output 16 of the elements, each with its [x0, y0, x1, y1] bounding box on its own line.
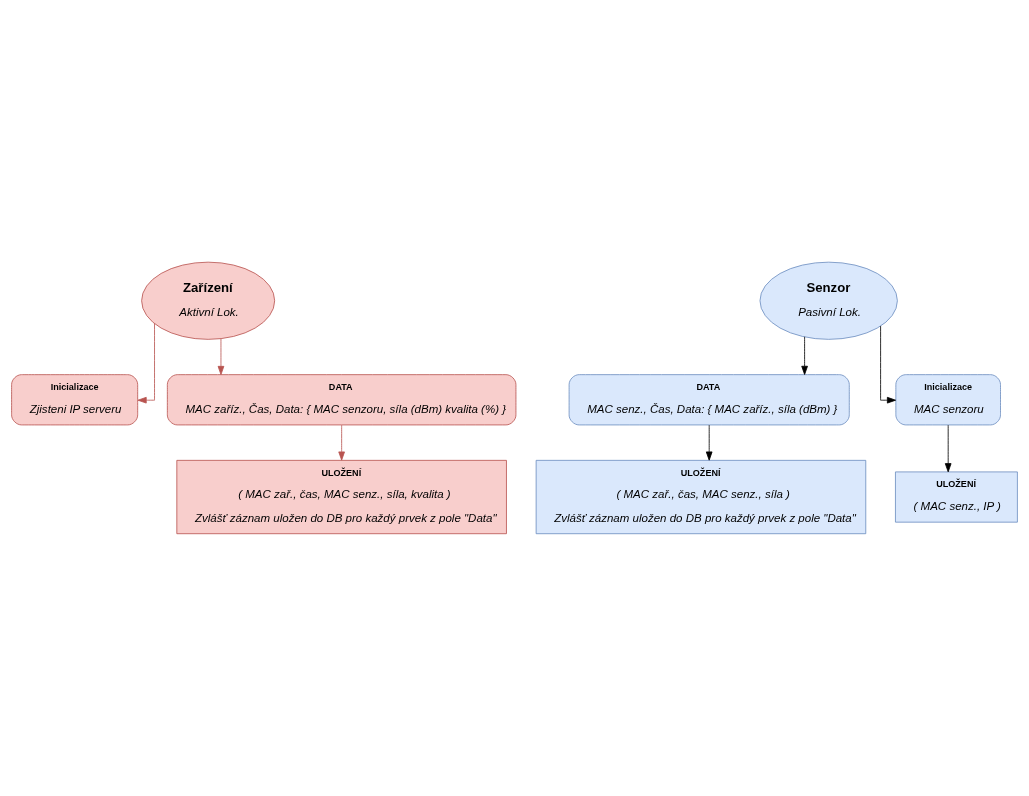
- node-box: ULOŽENÍ ( MAC senz., IP ): [895, 471, 1018, 523]
- node-box: ULOŽENÍ ( MAC zař., čas, MAC senz., síla ) Zvlášť záznam uložen do DB pro každý prvek z pole "Data": [535, 459, 867, 535]
- node-box: ULOŽENÍ ( MAC zař., čas, MAC senz., síla, kvalita ) Zvlášť záznam uložen do DB pro každý prvek z pole "Data": [176, 459, 507, 535]
- arrow: [944, 424, 952, 473]
- node-box: Inicializace Zjisteni IP serveru: [11, 374, 139, 426]
- arrow: [801, 336, 808, 375]
- node-ellipse: Zařízení Aktivní Lok.: [141, 261, 276, 340]
- arrow: [217, 338, 225, 375]
- arrow: [137, 323, 155, 404]
- arrow: [880, 325, 896, 404]
- node-box: DATA MAC zaříz., Čas, Data: { MAC senzoru, síla (dBm) kvalita (%) }: [166, 374, 517, 426]
- arrow: [338, 424, 345, 461]
- arrow: [705, 424, 713, 461]
- node-ellipse: Senzor Pasivní Lok.: [759, 261, 898, 340]
- node-box: Inicializace MAC senzoru: [895, 374, 1001, 426]
- node-box: DATA MAC senz., Čas, Data: { MAC zaříz., síla (dBm) }: [568, 374, 850, 426]
